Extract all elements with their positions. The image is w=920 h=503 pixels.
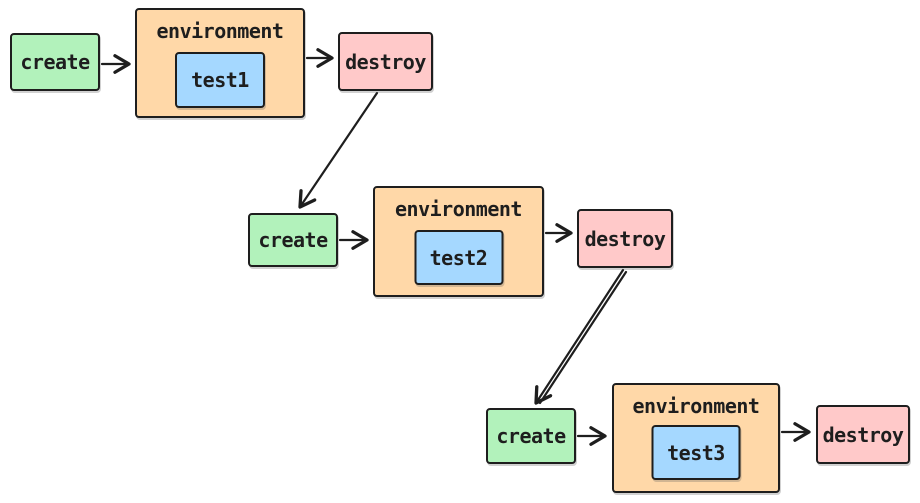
arrow-destroy1-to-create2 xyxy=(298,91,379,209)
test-node-2: test2 xyxy=(414,230,503,285)
create-label: create xyxy=(258,228,328,252)
destroy-label: destroy xyxy=(345,49,426,74)
destroy-node-3: destroy xyxy=(816,405,910,464)
test-label: test1 xyxy=(191,68,249,92)
create-label: create xyxy=(496,424,566,448)
test-node-1: test1 xyxy=(175,52,265,108)
environment-node-1: environment test1 xyxy=(135,8,305,118)
destroy-label: destroy xyxy=(584,226,666,251)
destroy-node-1: destroy xyxy=(338,32,433,91)
environment-node-2: environment test2 xyxy=(373,186,544,297)
test-node-3: test3 xyxy=(651,425,741,480)
destroy-node-2: destroy xyxy=(577,209,673,268)
environment-label: environment xyxy=(156,19,284,43)
arrow-destroy2-to-create3 xyxy=(534,268,625,405)
environment-node-3: environment test3 xyxy=(612,383,780,493)
environment-label: environment xyxy=(395,197,522,221)
create-node-1: create xyxy=(10,33,100,91)
create-node-2: create xyxy=(248,213,338,267)
create-label: create xyxy=(20,50,90,74)
test-label: test2 xyxy=(429,245,488,270)
environment-label: environment xyxy=(632,394,760,418)
destroy-label: destroy xyxy=(822,422,904,447)
create-node-3: create xyxy=(486,408,576,464)
test-label: test3 xyxy=(667,440,725,465)
